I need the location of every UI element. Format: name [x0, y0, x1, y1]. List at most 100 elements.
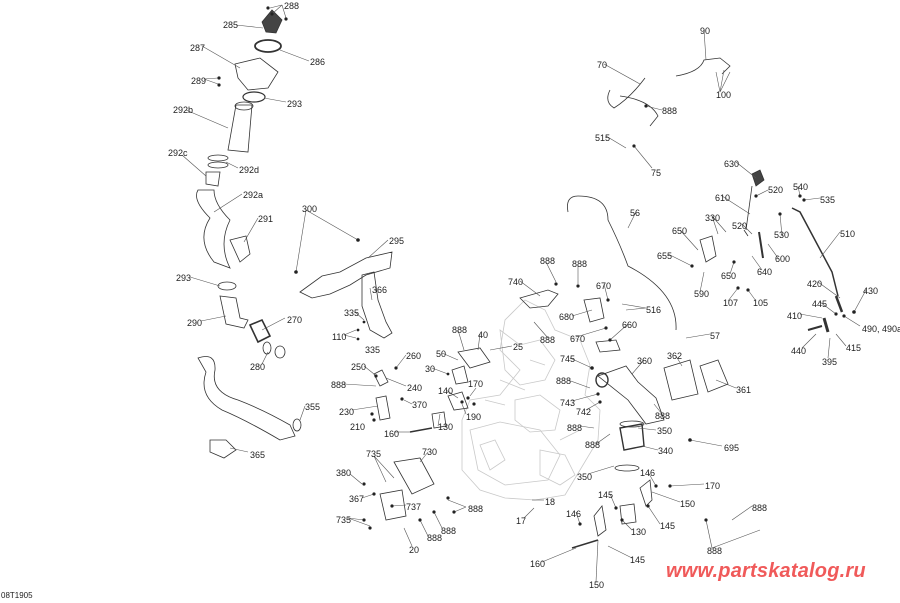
part-number-label[interactable]: 361 [736, 385, 752, 395]
part-number-label[interactable]: 590 [694, 289, 710, 299]
part-number-label[interactable]: 240 [407, 383, 423, 393]
part-number-label[interactable]: 366 [372, 285, 388, 295]
part-number-label[interactable]: 295 [389, 236, 405, 246]
part-number-label[interactable]: 150 [680, 499, 696, 509]
part-number-label[interactable]: 130 [438, 422, 454, 432]
part-number-label[interactable]: 160 [384, 429, 400, 439]
part-number-label[interactable]: 540 [793, 182, 809, 192]
part-number-label[interactable]: 340 [658, 446, 674, 456]
part-number-label[interactable]: 145 [598, 490, 614, 500]
part-number-label[interactable]: 160 [530, 559, 546, 569]
part-number-label[interactable]: 350 [577, 472, 593, 482]
part-number-label[interactable]: 292c [168, 148, 188, 158]
part-number-label[interactable]: 57 [710, 331, 721, 341]
part-number-label[interactable]: 292b [173, 105, 194, 115]
part-number-label[interactable]: 680 [559, 312, 575, 322]
part-number-label[interactable]: 287 [190, 43, 206, 53]
part-number-label[interactable]: 737 [406, 502, 422, 512]
part-number-label[interactable]: 520 [732, 221, 748, 231]
part-number-label[interactable]: 355 [305, 402, 321, 412]
part-number-label[interactable]: 888 [540, 335, 556, 345]
part-number-label[interactable]: 145 [630, 555, 646, 565]
part-number-label[interactable]: 290 [187, 318, 203, 328]
part-number-label[interactable]: 742 [576, 407, 592, 417]
part-number-label[interactable]: 145 [660, 521, 676, 531]
part-number-label[interactable]: 280 [250, 362, 266, 372]
part-number-label[interactable]: 335 [365, 345, 381, 355]
part-number-label[interactable]: 293 [287, 99, 303, 109]
part-number-label[interactable]: 286 [310, 57, 326, 67]
part-number-label[interactable]: 56 [630, 208, 641, 218]
part-number-label[interactable]: 130 [631, 527, 647, 537]
part-number-label[interactable]: 888 [441, 526, 457, 536]
part-number-label[interactable]: 30 [425, 364, 436, 374]
part-number-label[interactable]: 515 [595, 133, 611, 143]
part-number-label[interactable]: 100 [716, 90, 732, 100]
part-number-label[interactable]: 285 [223, 20, 239, 30]
part-number-label[interactable]: 520 [768, 185, 784, 195]
part-number-label[interactable]: 380 [336, 468, 352, 478]
part-number-label[interactable]: 260 [406, 351, 422, 361]
part-number-label[interactable]: 415 [846, 343, 862, 353]
part-number-label[interactable]: 146 [566, 509, 582, 519]
part-number-label[interactable]: 292d [239, 165, 260, 175]
part-number-label[interactable]: 288 [284, 1, 300, 11]
part-number-label[interactable]: 110 [332, 332, 347, 342]
part-number-label[interactable]: 146 [640, 468, 656, 478]
part-number-label[interactable]: 888 [540, 256, 556, 266]
part-number-label[interactable]: 888 [331, 380, 347, 390]
part-number-label[interactable]: 888 [468, 504, 484, 514]
part-number-label[interactable]: 510 [840, 229, 856, 239]
part-number-label[interactable]: 888 [452, 325, 468, 335]
part-number-label[interactable]: 300 [302, 204, 318, 214]
part-number-label[interactable]: 420 [807, 279, 823, 289]
part-number-label[interactable]: 740 [508, 277, 524, 287]
part-number-label[interactable]: 75 [651, 168, 662, 178]
part-number-label[interactable]: 430 [863, 286, 879, 296]
part-number-label[interactable]: 516 [646, 305, 662, 315]
part-number-label[interactable]: 40 [478, 330, 489, 340]
part-number-label[interactable]: 610 [715, 193, 731, 203]
part-number-label[interactable]: 888 [427, 533, 443, 543]
part-number-label[interactable]: 445 [812, 299, 828, 309]
part-number-label[interactable]: 362 [667, 351, 683, 361]
part-number-label[interactable]: 18 [545, 497, 556, 507]
part-number-label[interactable]: 888 [655, 411, 671, 421]
part-number-label[interactable]: 735 [336, 515, 352, 525]
part-number-label[interactable]: 440 [791, 346, 807, 356]
part-number-label[interactable]: 888 [752, 503, 768, 513]
part-number-label[interactable]: 250 [351, 362, 367, 372]
part-number-label[interactable]: 105 [753, 298, 769, 308]
part-number-label[interactable]: 888 [662, 106, 678, 116]
part-number-label[interactable]: 25 [513, 342, 524, 352]
part-number-label[interactable]: 107 [723, 298, 739, 308]
part-number-label[interactable]: 535 [820, 195, 836, 205]
part-number-label[interactable]: 291 [258, 214, 274, 224]
part-number-label[interactable]: 695 [724, 443, 740, 453]
part-number-label[interactable]: 150 [589, 580, 605, 590]
part-number-label[interactable]: 730 [422, 447, 438, 457]
part-number-label[interactable]: 640 [757, 267, 773, 277]
part-number-label[interactable]: 490, 490a [862, 324, 900, 334]
part-number-label[interactable]: 888 [707, 546, 723, 556]
part-number-label[interactable]: 270 [287, 315, 303, 325]
part-number-label[interactable]: 70 [597, 60, 608, 70]
part-number-label[interactable]: 600 [775, 254, 791, 264]
part-number-label[interactable]: 630 [724, 159, 740, 169]
part-number-label[interactable]: 650 [672, 226, 688, 236]
part-number-label[interactable]: 735 [366, 449, 382, 459]
part-number-label[interactable]: 888 [567, 423, 583, 433]
part-number-label[interactable]: 888 [572, 259, 588, 269]
part-number-label[interactable]: 20 [409, 545, 420, 555]
part-number-label[interactable]: 670 [596, 281, 612, 291]
part-number-label[interactable]: 350 [657, 426, 673, 436]
part-number-label[interactable]: 360 [637, 356, 653, 366]
part-number-label[interactable]: 292a [243, 190, 264, 200]
part-number-label[interactable]: 140 [438, 386, 454, 396]
part-number-label[interactable]: 745 [560, 354, 576, 364]
part-number-label[interactable]: 370 [412, 400, 428, 410]
part-number-label[interactable]: 190 [466, 412, 482, 422]
part-number-label[interactable]: 210 [350, 422, 366, 432]
part-number-label[interactable]: 330 [705, 213, 721, 223]
part-number-label[interactable]: 365 [250, 450, 266, 460]
